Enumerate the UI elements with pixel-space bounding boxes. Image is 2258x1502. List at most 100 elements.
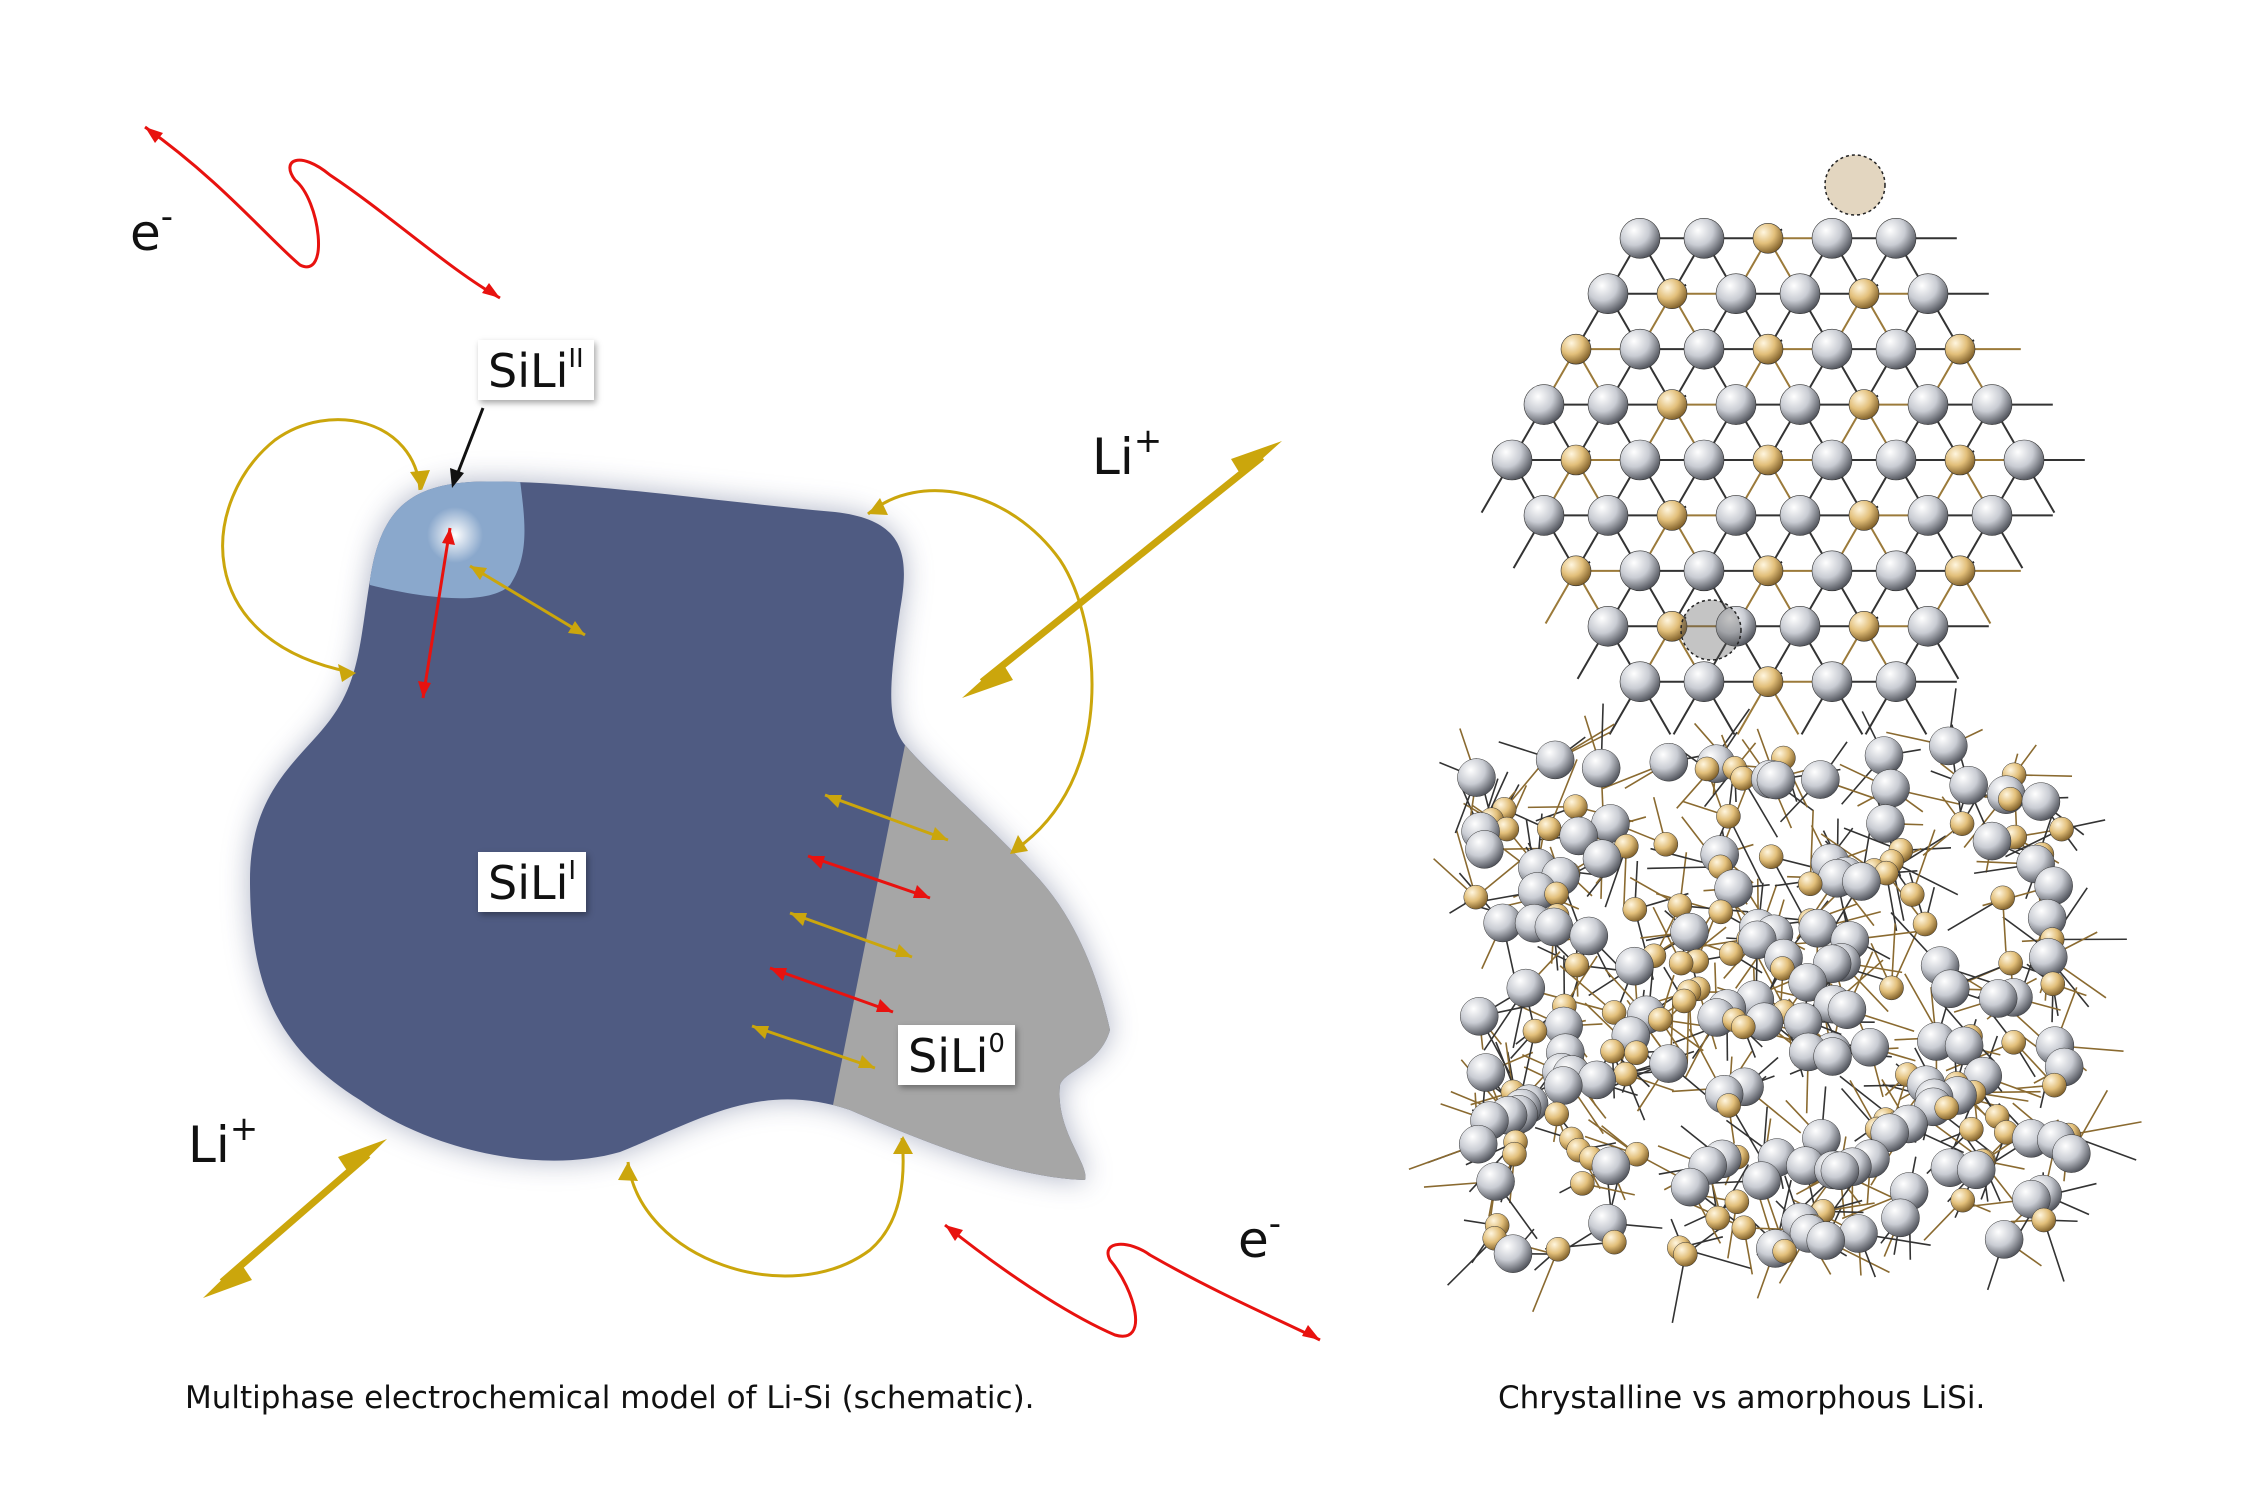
si-atom: [1714, 869, 1753, 908]
si-atom: [1649, 742, 1689, 782]
si-atom: [1875, 328, 1917, 370]
si-atom: [2034, 866, 2073, 906]
crystalline-atoms: [1491, 154, 2045, 702]
li-ion-label-bottom-sup: +: [229, 1109, 259, 1149]
li-ion-label-top: Li+: [1092, 424, 1162, 482]
si-atom: [1683, 661, 1725, 702]
electron-arrowheads: [145, 127, 1320, 1340]
li-atom: [1848, 278, 1880, 310]
si-atom: [1683, 550, 1725, 592]
li-atom: [1990, 885, 2015, 911]
si-atom: [1523, 495, 1565, 536]
li-atom: [1730, 766, 1755, 791]
li-atom: [1848, 610, 1880, 642]
si-atom: [1929, 726, 1968, 766]
li-atom: [1752, 666, 1784, 697]
li-atom: [1944, 333, 1976, 365]
li-atom: [1998, 950, 2023, 976]
si-atom: [1871, 769, 1910, 808]
li-atom: [1752, 333, 1784, 365]
li-atom: [2040, 971, 2066, 997]
curved-transfer-arrows: [221, 418, 1094, 1278]
si-atom: [1820, 1151, 1860, 1191]
phase-ii-label-sup: II: [568, 344, 584, 374]
phase-ii-label-base: SiLi: [488, 344, 569, 398]
si-atom: [1577, 1060, 1617, 1100]
li-atom: [2001, 1030, 2026, 1055]
li-atom: [1848, 500, 1880, 531]
si-atom: [1683, 218, 1725, 259]
si-atom: [1788, 963, 1827, 1002]
li-atom: [1752, 444, 1784, 476]
li-atom: [2042, 1072, 2067, 1098]
si-atom: [1587, 605, 1629, 647]
li-atom: [1671, 988, 1697, 1014]
si-atom: [1670, 912, 1709, 952]
si-atom: [1827, 990, 1867, 1029]
li-atom: [1797, 871, 1823, 897]
si-atom: [1944, 1026, 1984, 1066]
si-atom: [1582, 839, 1622, 878]
si-atom: [1907, 495, 1949, 536]
si-atom: [2003, 439, 2045, 481]
li-atom: [1950, 1187, 1975, 1213]
si-atom: [1742, 1161, 1781, 1200]
si-atom: [1619, 218, 1661, 259]
li-atom: [1613, 1061, 1638, 1087]
si-atom: [1779, 605, 1821, 647]
li-atom: [1752, 223, 1784, 254]
li-atom: [1602, 1229, 1627, 1255]
si-atom: [1587, 495, 1629, 536]
si-atom: [1839, 1214, 1878, 1253]
si-atom: [1850, 1028, 1890, 1067]
si-atom: [1779, 495, 1821, 536]
si-atom: [1806, 1221, 1845, 1260]
si-atom: [1683, 439, 1725, 481]
li-atom: [1622, 897, 1648, 922]
network-bond: [1727, 815, 1763, 884]
si-atom: [1866, 804, 1905, 843]
li-ion-label-top-sup: +: [1133, 421, 1163, 461]
li-atom: [2049, 816, 2074, 842]
si-atom: [1493, 1234, 1533, 1273]
si-atom: [1811, 550, 1853, 592]
phase-ii-pointer: [450, 407, 485, 488]
si-atom: [1907, 605, 1949, 647]
si-atom: [1476, 1162, 1515, 1201]
ion-arrow-bottom-left: [203, 1139, 387, 1298]
li-atom: [1656, 389, 1688, 420]
li-atom: [1570, 1171, 1595, 1196]
li-atom: [1959, 1116, 1984, 1142]
li-atom: [1758, 844, 1784, 869]
si-atom: [1715, 605, 1757, 647]
network-bond: [1542, 992, 1615, 1014]
si-atom: [1619, 439, 1661, 481]
li-atom: [1998, 786, 2023, 812]
si-atom: [1491, 439, 1533, 481]
si-atom: [1619, 550, 1661, 592]
li-atom: [1944, 444, 1976, 476]
li-atom: [1600, 1038, 1625, 1064]
si-atom: [1811, 328, 1853, 370]
si-atom: [1756, 760, 1796, 800]
si-atom: [1619, 661, 1661, 702]
si-atom: [1949, 766, 1988, 805]
si-atom: [1715, 273, 1757, 315]
li-atom: [1536, 816, 1562, 842]
li-atom: [1656, 278, 1688, 310]
si-atom: [1587, 273, 1629, 315]
si-atom: [1971, 384, 2013, 425]
si-atom: [1715, 384, 1757, 425]
phase-ii-label: SiLiII: [478, 340, 594, 400]
li-atom: [1544, 881, 1569, 907]
si-atom: [1875, 550, 1917, 592]
li-atom: [1522, 1018, 1548, 1044]
li-atom: [1463, 884, 1489, 910]
li-atom: [1653, 832, 1679, 857]
phase-i-label-base: SiLi: [488, 856, 569, 910]
si-atom: [1875, 661, 1917, 702]
li-atom: [1719, 941, 1744, 966]
si-atom: [1569, 916, 1609, 956]
li-atom: [1879, 975, 1904, 1001]
